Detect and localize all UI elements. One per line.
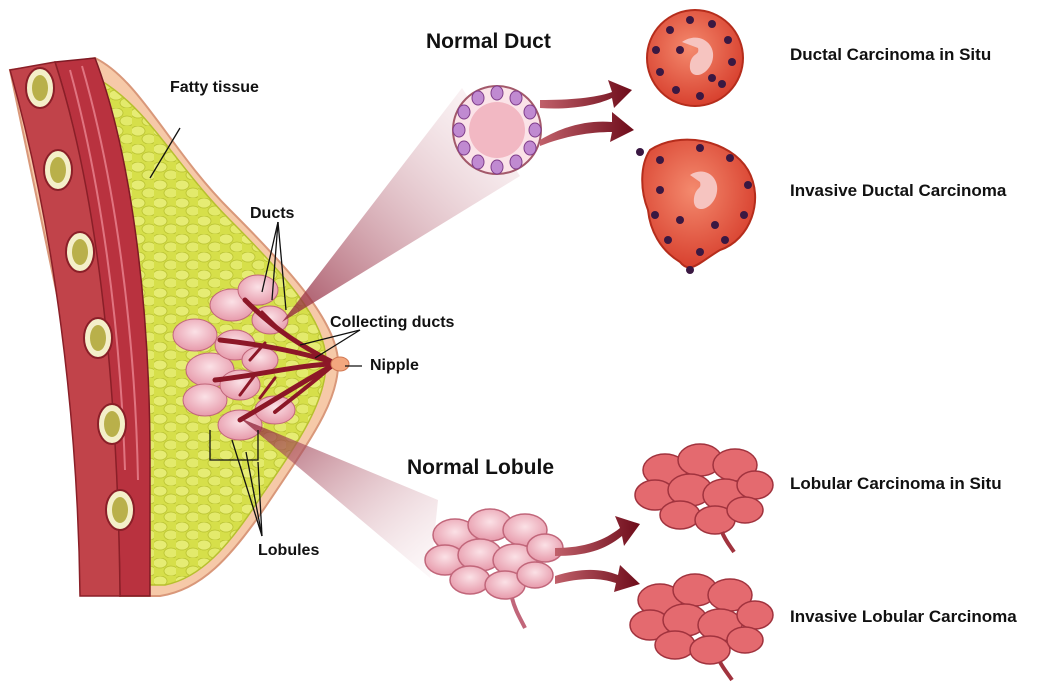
arrow-to-idc [540,112,634,146]
arrow-to-ilc [555,565,640,592]
lcis-illustration [635,444,773,552]
dcis-illustration [647,10,743,106]
label-ilc: Invasive Lobular Carcinoma [790,607,1017,626]
arrow-to-lcis [555,516,640,556]
label-collecting-ducts: Collecting ducts [330,314,455,331]
label-fatty-tissue: Fatty tissue [170,79,259,96]
label-idc: Invasive Ductal Carcinoma [790,181,1007,200]
normal-lobule [425,509,563,628]
label-normal-duct: Normal Duct [426,30,551,53]
label-lcis: Lobular Carcinoma in Situ [790,474,1002,493]
label-normal-lobule: Normal Lobule [407,456,554,479]
label-ducts: Ducts [250,205,295,222]
idc-illustration [636,140,755,274]
label-lobules: Lobules [258,542,319,559]
breast-cross-section [10,58,349,596]
nipple [331,357,349,371]
arrow-to-dcis [540,80,632,109]
ilc-illustration [630,574,773,680]
label-nipple: Nipple [370,357,419,374]
normal-duct [453,86,541,174]
label-dcis: Ductal Carcinoma in Situ [790,45,991,64]
